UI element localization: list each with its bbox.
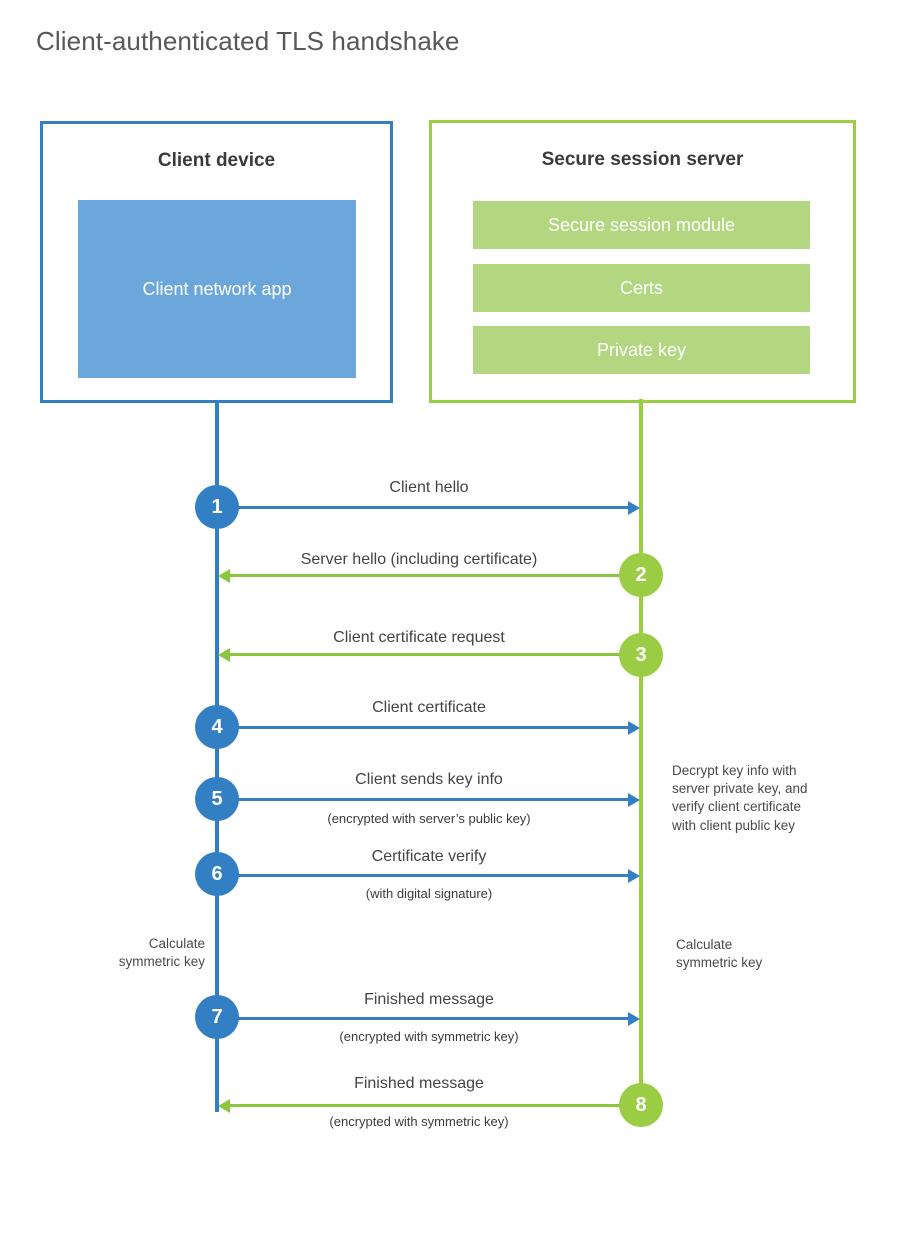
step-6-circle[interactable]: 6 [195, 852, 239, 896]
server-decrypt-note: Decrypt key info with server private key… [672, 763, 808, 833]
step-8-label: Finished message [354, 1075, 484, 1092]
step-7-circle[interactable]: 7 [195, 995, 239, 1039]
step-6-arrow [217, 868, 640, 883]
arrow-head-right-icon [628, 720, 640, 735]
step-1-arrow [217, 500, 640, 515]
secure-session-module-block: Secure session module [473, 201, 810, 249]
step-5-label: Client sends key info [355, 771, 503, 788]
step-8-sublabel: (encrypted with symmetric key) [329, 1114, 509, 1129]
secure-session-server-box: Secure session server Secure session mod… [429, 120, 856, 403]
step-7-label: Finished message [364, 991, 494, 1008]
step-2-label: Server hello (including certificate) [300, 551, 538, 568]
arrow-head-right-icon [628, 500, 640, 515]
client-device-box: Client device Client network app [40, 121, 393, 403]
client-lifeline [215, 400, 219, 1112]
certs-block: Certs [473, 264, 810, 312]
arrow-head-left-icon [218, 568, 230, 583]
step-2-arrow [218, 568, 641, 583]
client-calculate-symmetric-key-note: Calculate symmetric key [118, 936, 205, 970]
arrow-head-left-icon [218, 647, 230, 662]
arrow-head-left-icon [218, 1098, 230, 1113]
client-network-app-block: Client network app [78, 200, 356, 378]
step-5-circle[interactable]: 5 [195, 777, 239, 821]
client-device-title: Client device [157, 150, 276, 171]
secure-session-server-title: Secure session server [541, 149, 744, 170]
page-title: Client-authenticated TLS handshake [36, 26, 460, 56]
step-3-circle[interactable]: 3 [619, 633, 663, 677]
step-5-arrow [217, 792, 640, 807]
step-6-sublabel: (with digital signature) [365, 886, 493, 901]
server-calculate-symmetric-key-note: Calculate symmetric key [676, 937, 763, 971]
step-6-label: Certificate verify [371, 848, 487, 865]
step-7-arrow [217, 1011, 640, 1026]
server-lifeline [639, 399, 643, 1107]
step-1-circle[interactable]: 1 [195, 485, 239, 529]
step-4-circle[interactable]: 4 [195, 705, 239, 749]
step-3-arrow [218, 647, 641, 662]
step-5-sublabel: (encrypted with server’s public key) [327, 811, 531, 826]
arrow-head-right-icon [628, 792, 640, 807]
step-4-arrow [217, 720, 640, 735]
step-3-label: Client certificate request [333, 629, 505, 646]
private-key-block: Private key [473, 326, 810, 374]
step-4-label: Client certificate [372, 699, 486, 716]
step-7-sublabel: (encrypted with symmetric key) [339, 1029, 519, 1044]
step-1-label: Client hello [389, 479, 469, 496]
step-8-arrow [218, 1098, 641, 1113]
step-2-circle[interactable]: 2 [619, 553, 663, 597]
arrow-head-right-icon [628, 1011, 640, 1026]
step-8-circle[interactable]: 8 [619, 1083, 663, 1127]
arrow-head-right-icon [628, 868, 640, 883]
